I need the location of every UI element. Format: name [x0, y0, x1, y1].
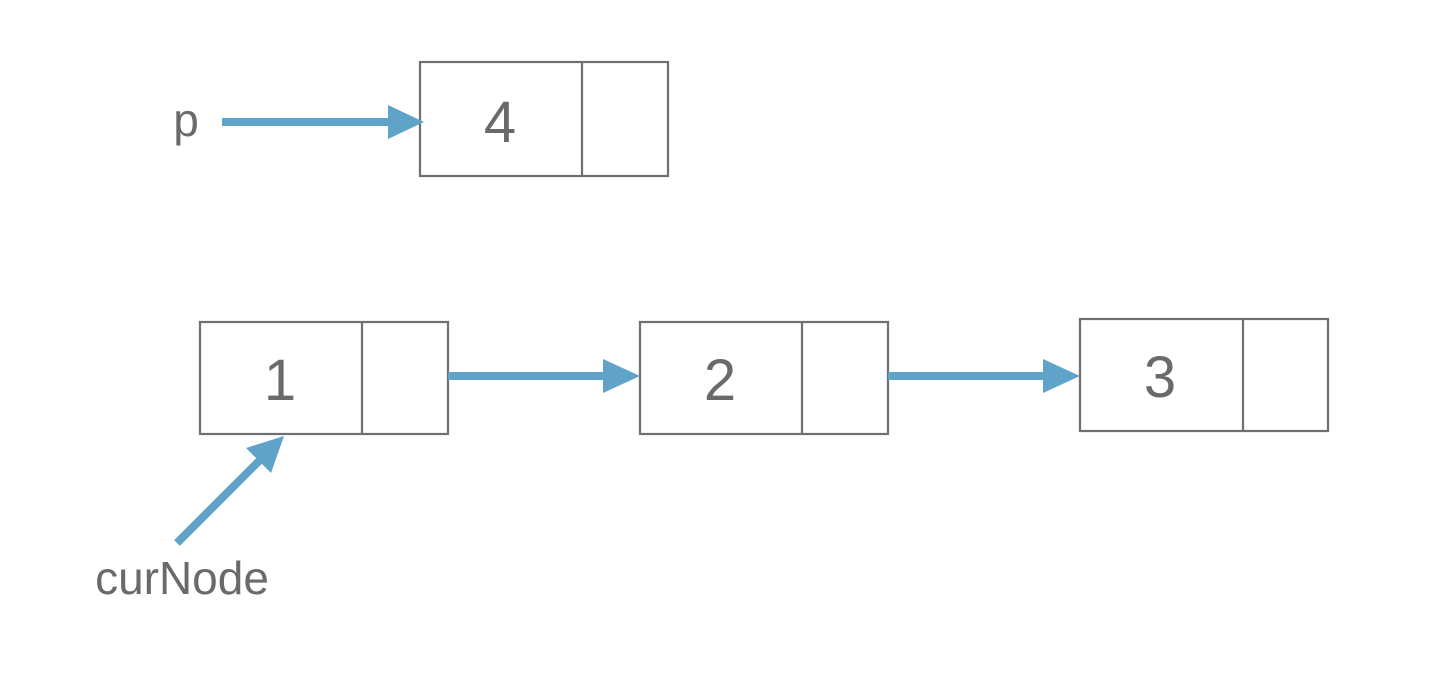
node-4-value: 4 — [484, 90, 516, 155]
curnode-arrow-head — [246, 436, 284, 473]
node-3: 3 — [1078, 317, 1330, 433]
node-2: 2 — [638, 320, 890, 436]
node-1-value: 1 — [264, 348, 296, 413]
node-3-box — [1078, 317, 1330, 433]
link-arrow-1-to-2 — [448, 359, 640, 393]
curnode-arrow — [174, 436, 284, 546]
link-arrow-2-to-3 — [888, 359, 1080, 393]
node-1: 1 — [198, 320, 450, 436]
p-arrow-head — [388, 105, 424, 139]
node-1-box — [198, 320, 450, 436]
node-4-box — [418, 60, 670, 178]
p-arrow — [222, 105, 424, 139]
node-2-box — [638, 320, 890, 436]
link-arrow-2-to-3-head — [1043, 359, 1080, 393]
node-3-value: 3 — [1144, 345, 1176, 410]
curnode-arrow-shaft — [174, 457, 263, 546]
node-2-value: 2 — [704, 348, 736, 413]
pointer-curnode-label: curNode — [95, 552, 269, 604]
link-arrow-1-to-2-head — [603, 359, 640, 393]
node-4: 4 — [418, 60, 670, 178]
pointer-p-label: p — [173, 94, 199, 146]
